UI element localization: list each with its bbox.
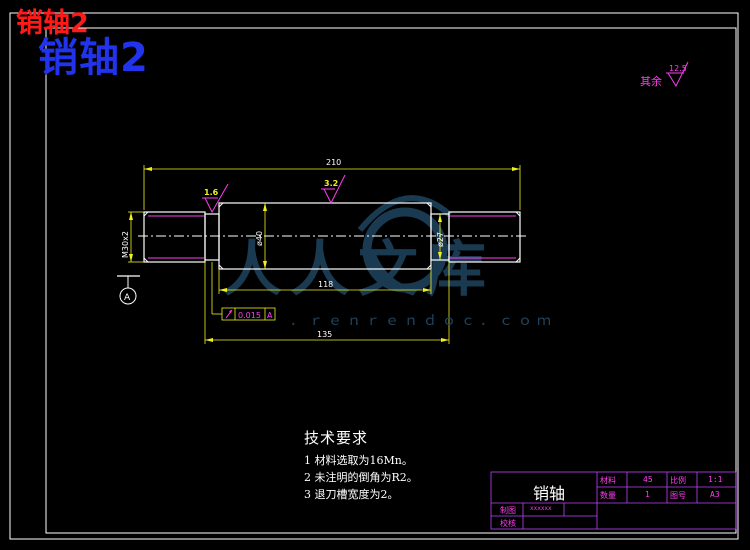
left-groove [204,213,220,261]
title-block-drawn-label: 制图 [500,506,516,515]
dim-118-label: 118 [318,280,333,289]
roughness-symbol-left: 1.6 [202,183,229,214]
watermark-text: 人人文库 [222,235,494,305]
datum-marker: A [117,275,140,305]
title-block-material-label: 材料 [600,476,616,485]
title-block-drawn-value: xxxxxx [530,505,552,512]
title-block-scale-value: 1:1 [708,475,723,484]
roughness-left-value: 1.6 [204,188,219,197]
roughness-remaining-label: 其余 [640,74,662,88]
sheet-border-inner [45,27,737,534]
title-block [490,471,737,530]
title-block-quantity-value: 1 [645,490,650,499]
tech-requirement-item: 2 未注明的倒角为R2。 [304,471,418,484]
right-thread-section [448,211,521,263]
tech-requirements-title: 技术要求 [304,429,369,447]
dim-diameter40-label: ø40 [255,231,264,246]
dim-main-length: 118 [218,269,432,294]
dim-thread-spec: M30x2 [121,211,144,263]
dim-210-label: 210 [326,158,341,167]
title-block-material-value: 45 [643,475,653,484]
left-thread-section [143,211,206,263]
tolerance-value: 0.015 [238,311,261,320]
title-block-scale-label: 比例 [670,476,686,485]
tolerance-datum: A [267,311,273,320]
title-block-sheet-label: 图号 [670,491,686,500]
dim-right-diameter: ø27 [436,214,445,260]
dim-shoulder-length: 135 [204,262,450,344]
title-block-part-name: 销轴 [533,484,566,503]
title-block-checked-label: 校核 [500,519,516,528]
datum-letter: A [124,293,131,303]
overlay-title-blue: 销轴2 [38,35,149,81]
runout-tolerance-frame: 0.015 A [211,262,276,321]
dim-main-diameter: ø40 [255,203,267,269]
tech-requirement-item: 1 材料选取为16Mn。 [304,454,413,467]
dim-thread-label: M30x2 [121,231,130,258]
roughness-remaining-value: 12.5 [669,64,687,73]
roughness-main-value: 3.2 [324,179,338,188]
title-block-sheet-value: A3 [710,490,720,499]
sheet-border-outer [9,12,739,540]
watermark-logo: 人人文库 [222,195,494,305]
overlay-title-red: 销轴2 [16,8,89,39]
tech-requirement-item: 3 退刀槽宽度为2。 [304,488,399,501]
roughness-symbol-main: 3.2 [321,174,346,205]
watermark-url: ．ｒｅｎｒｅｎｄｏｃ．ｃｏｍ [290,313,556,329]
dim-overall-length: 210 [143,158,521,210]
roughness-symbol-remaining: 12.5 其余 [640,61,689,88]
dim-diameter27-label: ø27 [436,232,445,247]
title-block-quantity-label: 数量 [600,491,616,500]
dim-135-label: 135 [317,330,332,339]
